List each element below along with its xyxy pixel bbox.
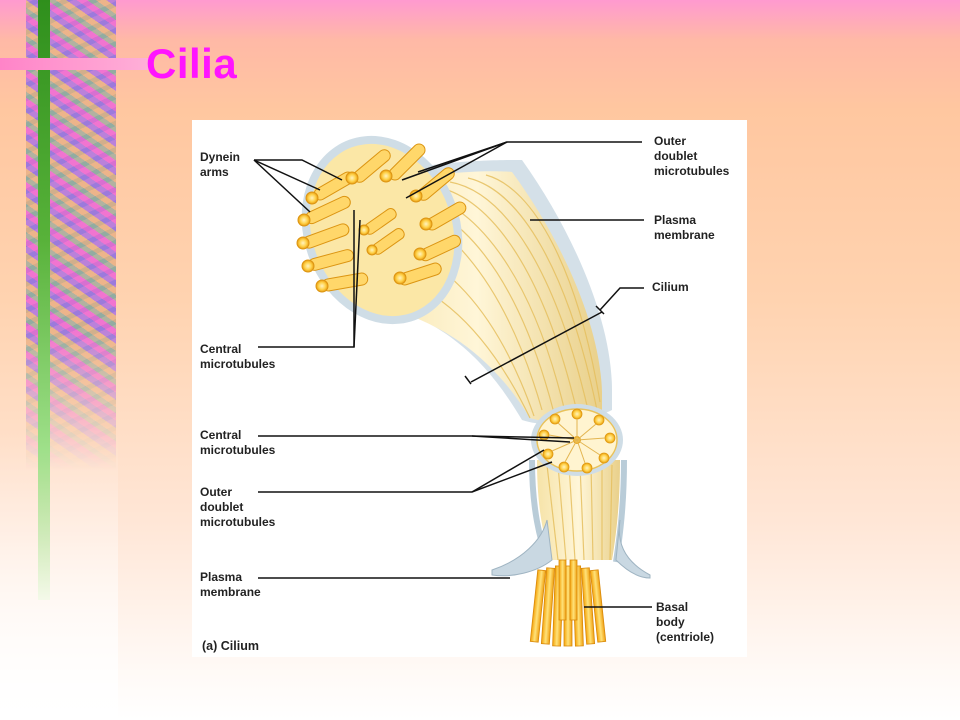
cilium-illustration	[253, 135, 652, 647]
cilium-diagram: Dynein arms Outer doublet microtubules P…	[192, 120, 747, 657]
lower-shaft	[537, 460, 620, 560]
leader-lines	[253, 141, 652, 608]
figure-caption: (a) Cilium	[202, 639, 259, 653]
label-plasma-membrane-bottom: Plasma membrane	[200, 570, 261, 599]
basal-body	[529, 559, 607, 647]
decorative-horizontal-bar	[0, 58, 150, 70]
lower-shaft-stripes	[546, 464, 613, 561]
label-basal-body: Basal body (centriole)	[656, 600, 715, 644]
label-central-microtubules-top: Central microtubules	[200, 342, 276, 371]
label-dynein-arms: Dynein arms	[200, 150, 241, 179]
plasma-membrane-base	[491, 519, 553, 577]
label-central-microtubules-bottom: Central microtubules	[200, 428, 276, 457]
decorative-vertical-bar	[38, 0, 50, 600]
label-plasma-membrane-top: Plasma membrane	[654, 213, 715, 242]
top-tubule-bundle	[296, 143, 467, 293]
slide-title: Cilia	[146, 40, 238, 87]
label-outer-doublet-microtubules-bottom: Outer doublet microtubules	[200, 485, 276, 529]
label-outer-doublet-microtubules-top: Outer doublet microtubules	[654, 134, 730, 178]
label-cilium: Cilium	[652, 280, 689, 294]
